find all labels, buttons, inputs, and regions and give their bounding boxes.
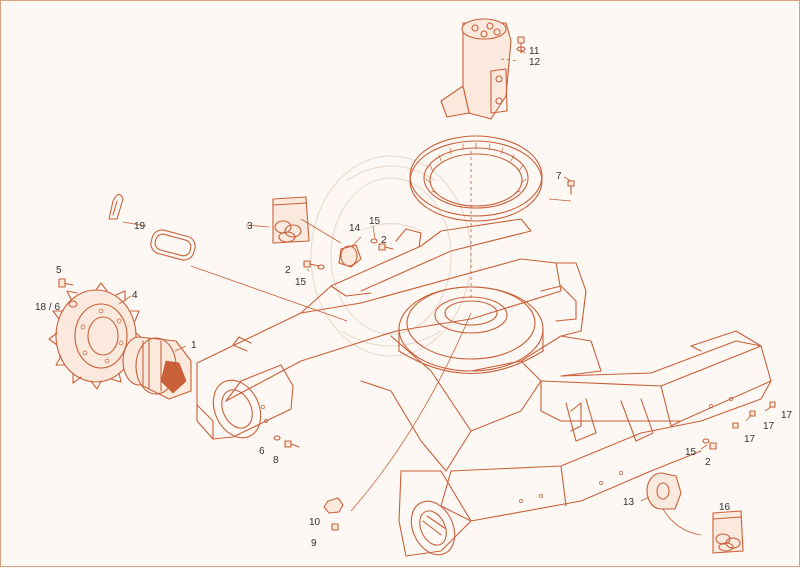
part-labels: 1 2 2 2 3 4 5 6 7 8 9 10 11 12 13 14 15 … — [35, 46, 793, 549]
label-3: 3 — [247, 221, 253, 232]
label-8: 8 — [273, 455, 279, 466]
sprocket — [48, 282, 144, 390]
label-15a: 15 — [369, 216, 381, 227]
label-10: 10 — [309, 517, 321, 528]
label-1: 1 — [191, 340, 197, 351]
label-2c: 2 — [705, 457, 711, 468]
center-swing-mount — [398, 151, 544, 374]
label-14: 14 — [349, 223, 361, 234]
leader-lines — [118, 50, 772, 536]
travel-motor — [122, 336, 192, 400]
label-15c: 15 — [685, 447, 697, 458]
label-5: 5 — [56, 265, 62, 276]
label-16: 16 — [719, 502, 731, 513]
label-19: 19 — [134, 221, 146, 232]
top-roller — [338, 244, 362, 268]
label-17c: 17 — [744, 434, 756, 445]
label-4: 4 — [132, 290, 138, 301]
label-9: 9 — [311, 538, 317, 549]
label-15b: 15 — [295, 277, 307, 288]
bottom-roller — [646, 472, 682, 510]
label-17b: 17 — [763, 421, 775, 432]
slewing-ring — [409, 135, 543, 222]
label-6: 6 — [259, 446, 265, 457]
seal-kit-3 — [272, 196, 310, 244]
label-17a: 17 — [781, 410, 793, 421]
seal-ring — [150, 229, 196, 261]
label-18-6: 18 / 6 — [35, 302, 60, 313]
small-hardware — [58, 36, 776, 531]
label-12: 12 — [529, 57, 541, 68]
label-2b: 2 — [285, 265, 291, 276]
label-7: 7 — [556, 171, 562, 182]
swivel-joint — [440, 18, 520, 120]
split-pin — [108, 193, 124, 220]
label-2a: 2 — [381, 235, 387, 246]
label-13: 13 — [623, 497, 635, 508]
watermark-logo — [310, 155, 472, 357]
label-11: 11 — [529, 46, 540, 57]
track-frame — [196, 218, 772, 557]
seal-kit-16 — [712, 510, 744, 554]
